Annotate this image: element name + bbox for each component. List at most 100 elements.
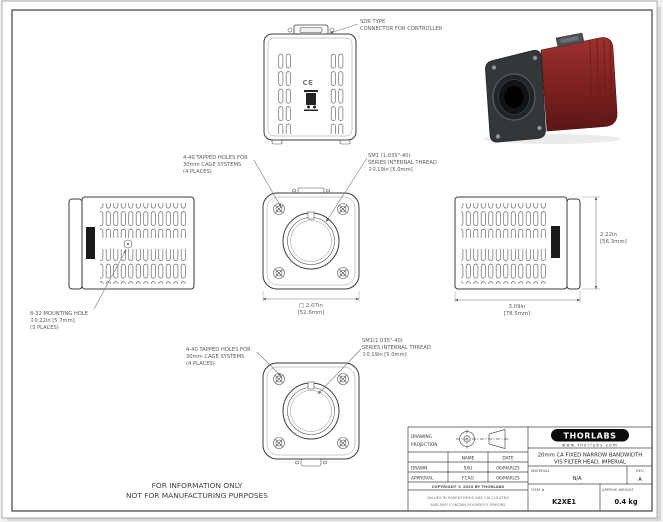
disclaimer-line2: AND MAY CONTAIN ROUNDOFF ERRORS <box>430 502 506 507</box>
cage-hole <box>337 437 349 449</box>
drawing-border <box>11 9 653 512</box>
bottom-view <box>262 362 360 467</box>
svg-text:(4 PLACES): (4 PLACES) <box>186 361 215 367</box>
leader-line <box>253 159 282 208</box>
serial-label <box>551 226 560 258</box>
vent-slots <box>461 203 547 238</box>
callout-sm1-bottom: SM1(1.035"-40) <box>362 338 403 344</box>
front-view <box>262 187 360 290</box>
retainer-slot <box>307 211 315 220</box>
svg-text:(3 PLACES): (3 PLACES) <box>30 325 59 331</box>
drawing-title-line2: VIS FILTER HEAD, IMPERIAL <box>554 460 626 466</box>
drawn-name: SXU <box>464 466 473 472</box>
front-flange <box>566 198 581 290</box>
dim-height-mm: [56.3mm] <box>600 239 627 245</box>
cage-hole <box>337 373 349 385</box>
serial-label <box>86 227 95 259</box>
plate-screw <box>491 65 497 70</box>
right-side-view <box>454 196 581 290</box>
callout-cage-front: 4-40 TAPPED HOLES FOR <box>183 155 248 161</box>
svg-text:↧0.19in [5.0mm]: ↧0.19in [5.0mm] <box>368 167 413 173</box>
approval-date: 06/MAR/25 <box>496 476 520 482</box>
plate-screw <box>495 134 501 139</box>
back-view: CE <box>263 24 357 145</box>
left-side-view <box>68 196 195 290</box>
thorlabs-logo-text: THORLABS <box>563 432 616 441</box>
approval-label: APPROVAL <box>411 476 434 482</box>
title-block-grid <box>407 426 652 511</box>
leader-line <box>256 351 282 377</box>
mounting-hole <box>123 239 133 249</box>
leader-line <box>93 249 127 310</box>
plate-screw <box>537 125 542 131</box>
item-value: K2XE1 <box>552 498 576 506</box>
leader-line <box>325 157 368 223</box>
info-note: FOR INFORMATION ONLY NOT FOR MANUFACTURI… <box>126 481 268 500</box>
vent-slots <box>100 203 186 238</box>
vent-slots <box>276 52 291 134</box>
dim-depth-in: 3.09in <box>509 304 526 310</box>
weight-label: APPROX WEIGHT <box>602 487 634 492</box>
sm1-thread-bore <box>282 212 340 270</box>
front-flange <box>68 198 83 290</box>
leader-line <box>317 348 362 395</box>
info-note-line1: FOR INFORMATION ONLY <box>152 481 243 490</box>
bottom-connector-profile <box>300 458 322 467</box>
leader-line <box>329 23 359 34</box>
dim-front-width-in: □ 2.07in <box>299 303 323 309</box>
isometric-view <box>484 32 620 144</box>
rev-label: REV <box>636 468 644 473</box>
vent-slots <box>461 249 547 284</box>
disclaimer-line1: VALUES IN PARENTHESIS ARE CALCULATED <box>427 495 509 500</box>
cage-hole <box>337 267 349 279</box>
vent-slots <box>329 52 344 134</box>
dim-front-width-mm: [52.6mm] <box>298 310 325 316</box>
rev-value: A <box>638 477 642 483</box>
svg-text:SERIES INTERNAL THREAD: SERIES INTERNAL THREAD <box>368 160 437 166</box>
camera-body <box>540 37 618 132</box>
title-block: DRAWING PROJECTION NAME DATE DRAWN SXU 0… <box>407 426 652 511</box>
svg-text:30mm CAGE SYSTEMS: 30mm CAGE SYSTEMS <box>186 354 244 360</box>
callouts: SDR TYPE CONNECTOR FOR CONTROLLER 4-40 T… <box>30 19 443 395</box>
weee-icon <box>304 90 318 111</box>
aperture <box>504 86 524 108</box>
sm1-thread-bore <box>282 382 340 440</box>
vent-slots <box>100 249 186 284</box>
retainer-slot <box>307 381 315 390</box>
drawing-title-line1: 20mm CA FIXED NARROW BANDWIDTH <box>538 453 643 459</box>
callout-sm1-front: SM1 (1.035"-40) <box>368 153 410 159</box>
item-label: ITEM # <box>531 487 545 492</box>
dimensions: □ 2.07in [52.6mm] 2.22in [56.3mm] 3.09in… <box>262 196 627 317</box>
third-angle-projection-icon <box>456 429 510 449</box>
callout-mounting-hole: 8-32 MOUNTING HOLE <box>30 311 88 317</box>
website: www.thorlabs.com <box>562 443 618 448</box>
ce-mark: CE <box>302 79 313 87</box>
svg-text:CONNECTOR FOR CONTROLLER: CONNECTOR FOR CONTROLLER <box>360 26 443 32</box>
table-header-date: DATE <box>502 456 513 462</box>
callout-cage-bottom: 4-40 TAPPED HOLES FOR <box>186 347 251 353</box>
drawn-label: DRAWN <box>411 466 427 472</box>
dim-depth-mm: [78.5mm] <box>504 311 531 317</box>
weight-value: 0.4 kg <box>614 498 637 506</box>
connector-screw <box>287 27 293 33</box>
cage-hole <box>273 437 285 449</box>
svg-text:PROJECTION: PROJECTION <box>411 442 437 448</box>
material-label: MATERIAL <box>531 468 551 473</box>
info-note-line2: NOT FOR MANUFACTURING PURPOSES <box>126 491 268 500</box>
plate-screw <box>532 55 538 61</box>
svg-text:(4 PLACES): (4 PLACES) <box>183 169 212 175</box>
copyright: COPYRIGHT © 2025 BY THORLABS <box>432 484 505 489</box>
svg-text:SERIES INTERNAL THREAD: SERIES INTERNAL THREAD <box>362 345 431 351</box>
svg-text:↧0.22in [5.7mm]: ↧0.22in [5.7mm] <box>30 318 75 324</box>
svg-text:30mm CAGE SYSTEMS: 30mm CAGE SYSTEMS <box>183 162 241 168</box>
callout-sdr: SDR TYPE <box>360 19 385 25</box>
dim-height-in: 2.22in <box>600 232 617 238</box>
heat-fins-icon <box>589 38 613 123</box>
table-header-name: NAME <box>462 456 475 462</box>
thorlabs-logo <box>551 429 629 442</box>
material-value: N/A <box>572 476 582 482</box>
cage-hole <box>337 203 349 215</box>
approval-name: FCAO <box>462 476 474 482</box>
cage-hole <box>273 267 285 279</box>
